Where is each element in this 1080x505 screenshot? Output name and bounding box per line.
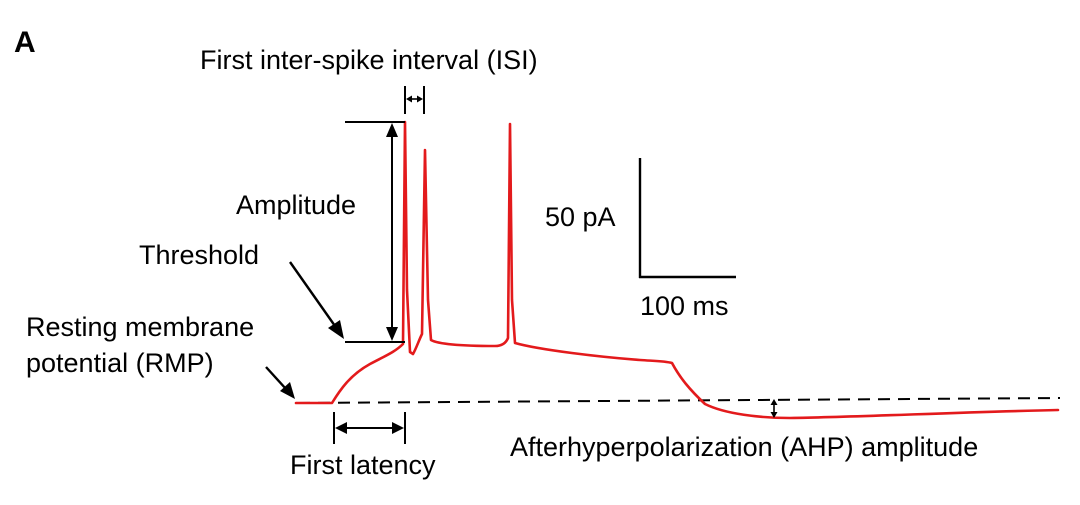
panel-label: A — [14, 26, 36, 59]
latency-arrowhead-right — [392, 422, 404, 434]
baseline-dashed-line — [297, 397, 1061, 404]
isi-arrowhead-right — [417, 95, 423, 103]
rmp-label-line2: potential (RMP) — [26, 348, 214, 378]
isi-label: First inter-spike interval (ISI) — [200, 45, 538, 75]
isi-arrowhead-left — [406, 95, 412, 103]
latency-arrowhead-left — [335, 422, 347, 434]
amplitude-arrowhead-up — [386, 123, 398, 137]
ahp-label: Afterhyperpolarization (AHP) amplitude — [510, 432, 978, 462]
rmp-arrowhead — [280, 382, 295, 399]
rmp-pointer-line — [265, 366, 287, 390]
first-latency-label: First latency — [290, 450, 436, 480]
ahp-arrowhead-down — [770, 412, 778, 418]
scale-bar-horizontal-label: 100 ms — [640, 291, 729, 321]
voltage-trace — [294, 120, 1060, 420]
rmp-label-line1: Resting membrane — [26, 312, 254, 342]
amplitude-arrowhead-down — [386, 327, 398, 341]
amplitude-label: Amplitude — [236, 190, 356, 220]
ahp-arrowhead-up — [770, 399, 778, 405]
threshold-label: Threshold — [139, 240, 259, 270]
threshold-arrowhead — [328, 320, 344, 339]
scale-bar-vertical-label: 50 pA — [545, 202, 616, 232]
threshold-pointer-line — [289, 261, 336, 327]
